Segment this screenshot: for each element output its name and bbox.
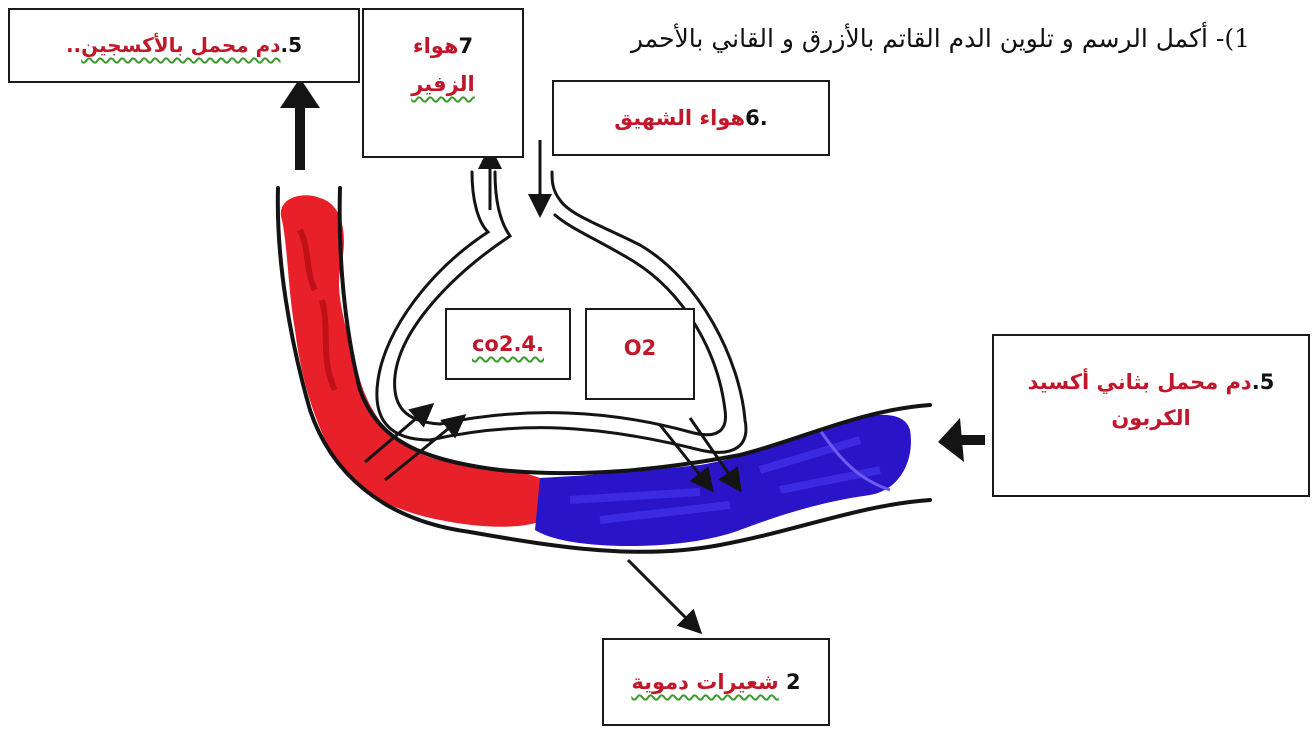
label-co2: co2.4. <box>445 308 571 380</box>
label-text: دم محمل بالأكسجين <box>81 33 280 57</box>
label-dots: .. <box>66 33 81 57</box>
blood-flow-out-arrow <box>280 78 320 170</box>
label-line1: دم محمل بثاني أكسيد <box>1028 370 1252 394</box>
deoxygenated-blood-region <box>535 415 911 546</box>
label-text: co2.4. <box>472 332 544 356</box>
label-text: شعيرات دموية <box>631 670 778 694</box>
label-exhaled-air: 7هواء الزفير <box>362 8 524 158</box>
label-line2: الكربون <box>1111 406 1190 430</box>
label-line1: هواء <box>413 34 459 58</box>
blood-flow-in-arrow <box>938 418 985 462</box>
label-line2: الزفير <box>411 72 475 96</box>
label-text: هواء الشهيق <box>614 106 745 130</box>
label-inhaled-air: .6هواء الشهيق <box>552 80 830 156</box>
label-number: 7 <box>459 34 474 58</box>
label-number: 2 <box>786 670 801 694</box>
label-co2-blood: 5.دم محمل بثاني أكسيد الكربون <box>992 334 1310 497</box>
label-o2: O2 <box>585 308 695 400</box>
label-number: 5. <box>1252 370 1275 394</box>
label-text: O2 <box>624 336 656 360</box>
label-number: 5. <box>281 33 303 57</box>
label-number: .6 <box>745 106 768 130</box>
label-oxygenated-blood: 5.دم محمل بالأكسجين.. <box>8 8 360 83</box>
label-capillaries: 2 شعيرات دموية <box>602 638 830 726</box>
instruction-text: 1)- أكمل الرسم و تلوين الدم القاتم بالأز… <box>545 14 1250 64</box>
